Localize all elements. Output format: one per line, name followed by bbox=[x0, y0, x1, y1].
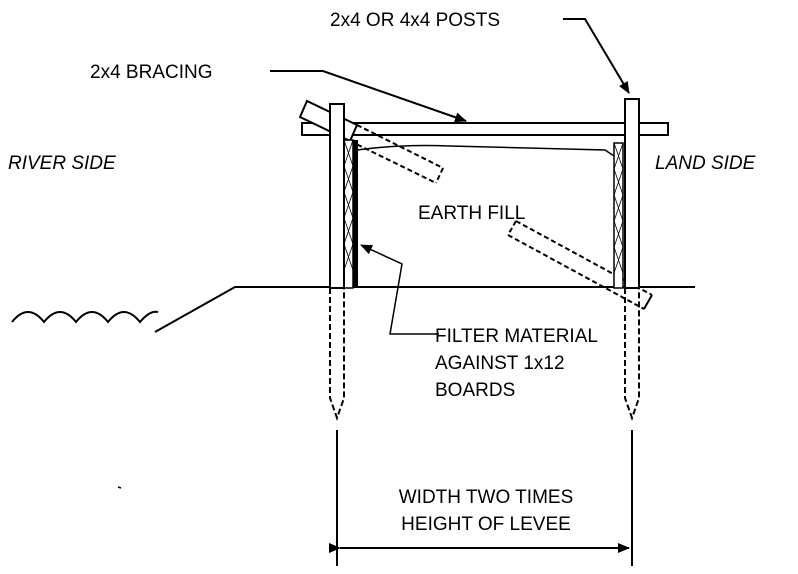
bracing-leader-line bbox=[270, 70, 467, 123]
filter-label-line3: BOARDS bbox=[435, 380, 515, 401]
stray-tick bbox=[117, 486, 122, 489]
right-boards-hatch bbox=[613, 142, 624, 274]
left-post bbox=[329, 103, 345, 289]
width-label-line2: HEIGHT OF LEVEE bbox=[401, 514, 571, 535]
filter-material bbox=[353, 140, 358, 288]
left-boards-hatch bbox=[343, 139, 354, 271]
posts-leader-line bbox=[563, 18, 630, 94]
top-bracing-board bbox=[301, 122, 669, 136]
ground-line bbox=[154, 286, 695, 333]
right-post-buried bbox=[624, 288, 640, 422]
earth-fill-contour bbox=[356, 144, 615, 157]
earth-fill-label: EARTH FILL bbox=[418, 203, 525, 224]
right-1x12-boards bbox=[613, 142, 624, 289]
filter-label-line1: FILTER MATERIAL bbox=[435, 326, 598, 347]
right-diagonal-brace-end bbox=[643, 294, 653, 310]
bracing-label: 2x4 BRACING bbox=[90, 62, 212, 83]
left-diagonal-brace-buried bbox=[349, 124, 444, 184]
right-post bbox=[624, 98, 640, 289]
land-side-label: LAND SIDE bbox=[655, 153, 756, 174]
filter-label-line2: AGAINST 1x12 bbox=[435, 353, 565, 374]
filter-leader-line bbox=[360, 244, 439, 335]
width-label-line1: WIDTH TWO TIMES bbox=[399, 487, 574, 508]
left-post-buried bbox=[329, 288, 345, 422]
river-side-label: RIVER SIDE bbox=[8, 153, 116, 174]
posts-label: 2x4 OR 4x4 POSTS bbox=[330, 10, 500, 31]
water-waves bbox=[11, 310, 159, 324]
